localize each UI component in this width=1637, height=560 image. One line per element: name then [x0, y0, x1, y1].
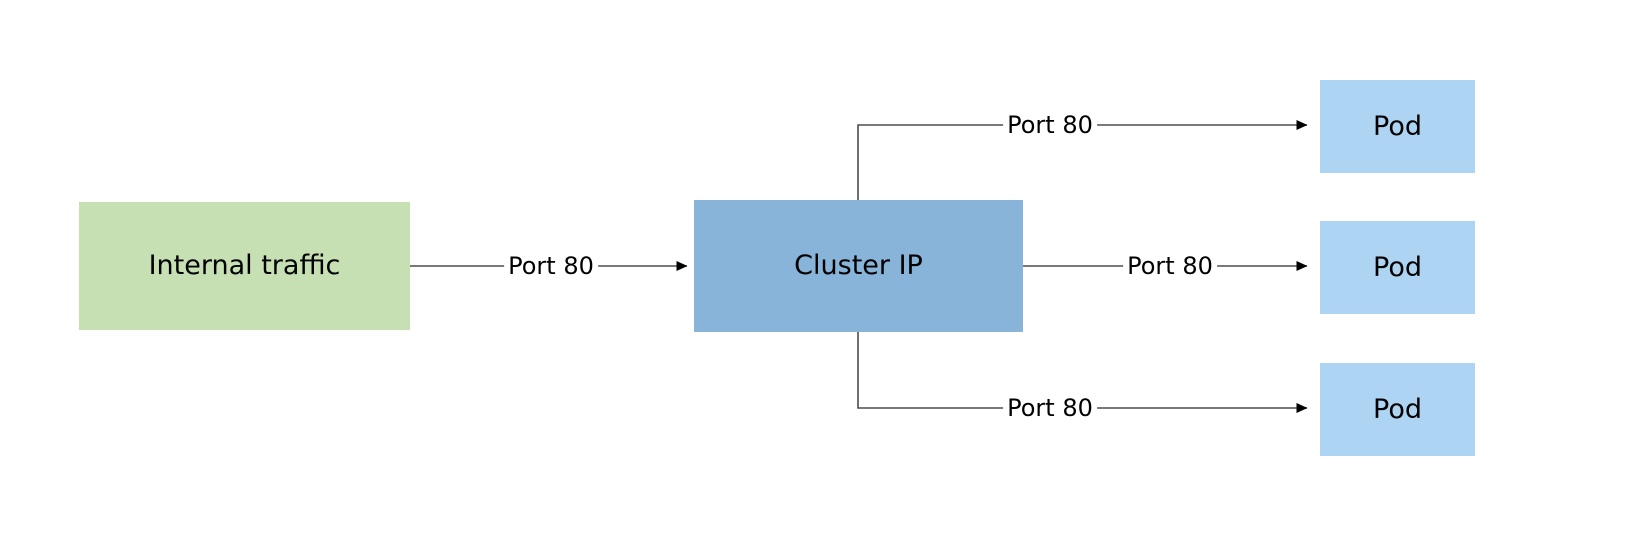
edge-clusterip-to-pod-3: [857, 332, 1308, 413]
node-cluster-ip[interactable]: Cluster IP: [694, 200, 1023, 332]
edge-label-clusterip-to-pod-1: Port 80: [1003, 113, 1097, 137]
node-pod-2[interactable]: Pod: [1320, 221, 1475, 314]
node-pod-1-label: Pod: [1373, 110, 1422, 142]
node-cluster-ip-label: Cluster IP: [794, 250, 923, 282]
node-internal-traffic[interactable]: Internal traffic: [79, 202, 410, 330]
edge-label-internal-to-clusterip: Port 80: [504, 254, 598, 278]
node-pod-3-label: Pod: [1373, 393, 1422, 425]
edge-label-clusterip-to-pod-2: Port 80: [1123, 254, 1217, 278]
node-pod-3[interactable]: Pod: [1320, 363, 1475, 456]
node-pod-1[interactable]: Pod: [1320, 80, 1475, 173]
edge-label-clusterip-to-pod-3: Port 80: [1003, 396, 1097, 420]
node-pod-2-label: Pod: [1373, 251, 1422, 283]
edge-clusterip-to-pod-1: [857, 120, 1308, 200]
node-internal-traffic-label: Internal traffic: [148, 250, 341, 282]
